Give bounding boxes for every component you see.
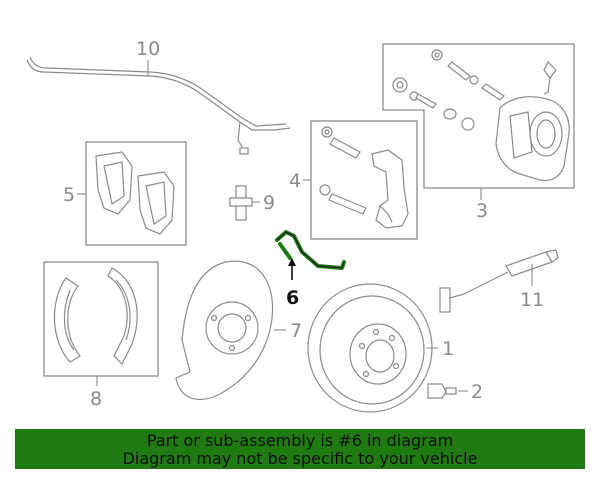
callout-9: 9: [263, 192, 275, 214]
part-10-sensor-wire[interactable]: [26, 56, 291, 155]
part-11-wear-sensor[interactable]: [439, 249, 559, 313]
part-4-bracket-box[interactable]: [303, 120, 418, 240]
callout-6: 6: [286, 287, 299, 309]
part-6-brake-line[interactable]: [275, 230, 346, 280]
callout-1: 1: [442, 338, 454, 360]
part-5-brake-pads-box[interactable]: [77, 141, 187, 246]
part-3-caliper-box[interactable]: [382, 43, 575, 200]
callout-5: 5: [63, 184, 75, 206]
info-banner: Part or sub-assembly is #6 in diagram Di…: [15, 429, 585, 469]
callout-10: 10: [136, 38, 160, 60]
banner-line-1: Part or sub-assembly is #6 in diagram: [146, 431, 454, 450]
part-2-bolt[interactable]: [427, 383, 468, 399]
part-8-brake-shoes-box[interactable]: [43, 261, 159, 386]
callout-11: 11: [520, 289, 544, 311]
banner-line-2: Diagram may not be specific to your vehi…: [122, 449, 478, 468]
callout-7: 7: [290, 320, 302, 342]
callout-8: 8: [90, 388, 102, 410]
callout-2: 2: [471, 381, 483, 403]
callout-3: 3: [476, 200, 488, 222]
callout-4: 4: [289, 170, 301, 192]
part-9-speed-sensor[interactable]: [229, 185, 260, 221]
part-7-backing-plate[interactable]: [175, 260, 286, 400]
part-1-brake-rotor[interactable]: [307, 283, 438, 413]
